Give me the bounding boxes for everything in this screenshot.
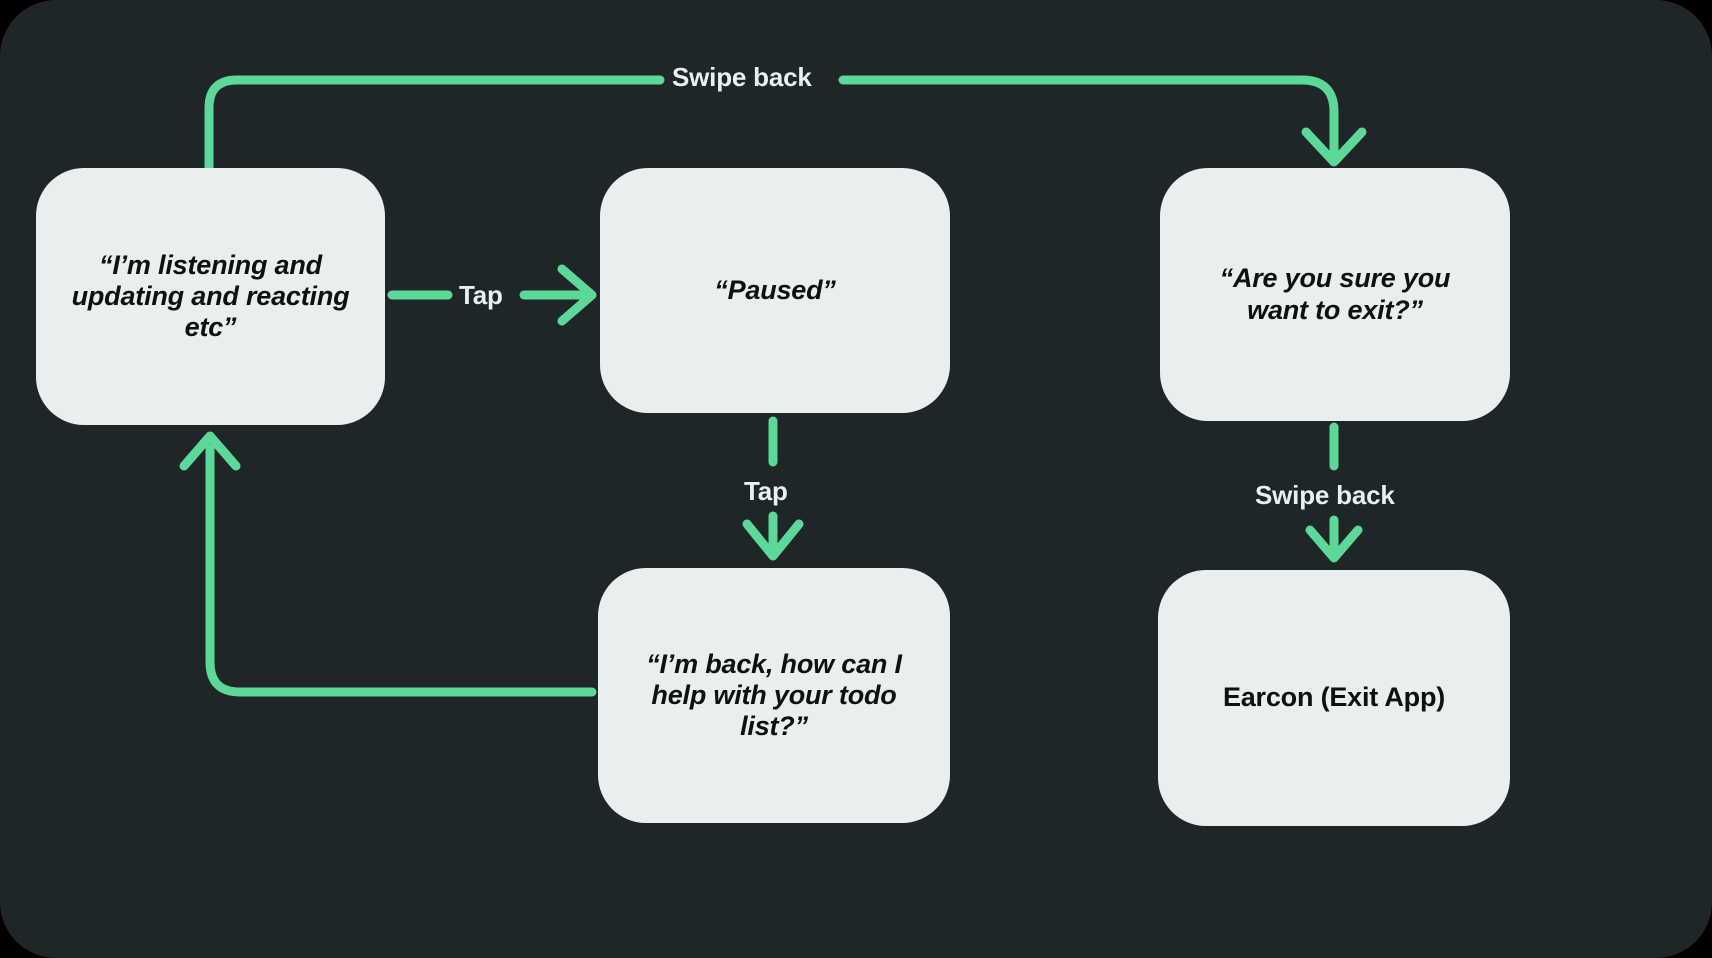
edge-listening-to-confirm-exit-path: [204, 75, 665, 173]
earcon-exit-node[interactable]: Earcon (Exit App): [1158, 570, 1510, 826]
paused-state-label: “Paused”: [714, 274, 836, 305]
listening-state-label: “I’m listening and updating and reacting…: [71, 249, 350, 343]
edge-label-tap-vertical: Tap: [744, 476, 788, 506]
edge-label-swipe-back-top: Swipe back: [672, 62, 812, 92]
paused-state-node[interactable]: “Paused”: [600, 168, 950, 413]
arrowhead-right-paused: [557, 264, 597, 326]
arrowhead-down-earcon: [1305, 525, 1363, 563]
arrowhead-up-listening: [179, 431, 241, 471]
edge-resume-to-listening-path: [205, 443, 597, 697]
edge-listening-to-confirm-exit-path-2: [838, 75, 1339, 165]
resume-state-node[interactable]: “I’m back, how can I help with your todo…: [598, 568, 950, 823]
arrowhead-down-resume: [742, 519, 804, 561]
arrowhead-down-confirm-exit: [1301, 127, 1367, 167]
edge-label-swipe-back-vertical: Swipe back: [1255, 480, 1395, 510]
confirm-exit-label: “Are you sure you want to exit?”: [1219, 263, 1451, 325]
listening-state-node[interactable]: “I’m listening and updating and reacting…: [36, 168, 385, 425]
earcon-exit-label: Earcon (Exit App): [1222, 682, 1446, 713]
confirm-exit-node[interactable]: “Are you sure you want to exit?”: [1160, 168, 1510, 421]
resume-state-label: “I’m back, how can I help with your todo…: [646, 648, 902, 742]
edge-label-tap-horizontal: Tap: [459, 280, 503, 310]
